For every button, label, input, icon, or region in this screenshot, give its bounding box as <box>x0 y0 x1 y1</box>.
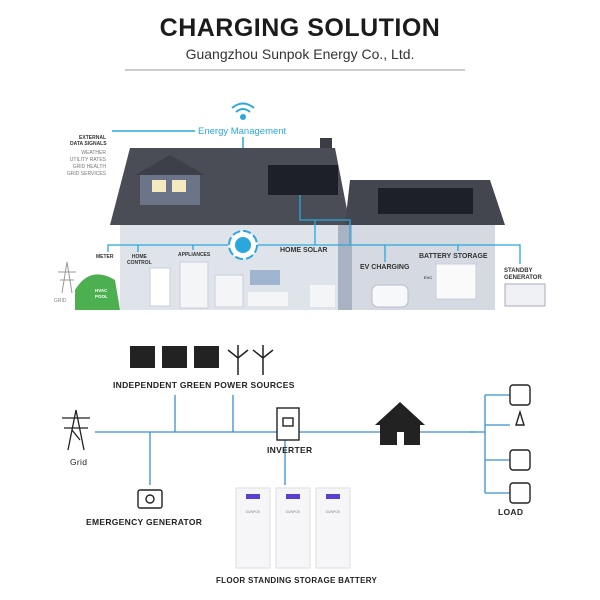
bulb-icon <box>515 409 525 426</box>
ev-charging-label: EV CHARGING <box>360 264 410 271</box>
inverter-icon <box>276 407 300 441</box>
evc-label: EVC <box>424 275 433 280</box>
socket-icon <box>509 449 531 471</box>
grid-tower-icon <box>62 409 90 451</box>
company-name: Guangzhou Sunpok Energy Co., Ltd. <box>185 46 415 62</box>
ev-car <box>371 284 409 308</box>
appliances-label: APPLIANCES <box>178 252 211 258</box>
page-title: CHARGING SOLUTION <box>159 14 441 42</box>
house-icon <box>375 402 425 445</box>
standby-generator <box>504 283 546 307</box>
grid-label: Grid <box>70 457 88 467</box>
external-signals-list: WEATHER UTILITY RATES GRID HEALTH GRID S… <box>66 150 106 177</box>
wind-turbines-icon <box>227 345 274 375</box>
grid-tower-small <box>58 261 76 294</box>
battery-label: FLOOR STANDING STORAGE BATTERY <box>216 576 378 585</box>
solar-panel-garage <box>378 188 473 214</box>
meter-label: METER <box>96 254 114 260</box>
power-bus-lines <box>95 394 510 494</box>
load-icons <box>509 384 531 504</box>
hvac-bush <box>75 274 120 310</box>
solar-panels-icon <box>130 346 219 368</box>
switch-icon <box>509 482 531 504</box>
grid-label-small: GRID <box>54 298 67 304</box>
solar-panel-roof <box>268 165 338 195</box>
inverter-label: INVERTER <box>267 445 313 455</box>
house-illustration <box>58 138 546 310</box>
energy-lines <box>107 195 521 264</box>
generator-icon <box>137 489 163 509</box>
wifi-icon <box>231 102 255 120</box>
battery-brand: SUNPOK <box>245 510 261 514</box>
battery-brand: SUNPOK <box>285 510 301 514</box>
energy-management-label: Energy Management <box>198 126 287 137</box>
battery-brand: SUNPOK <box>325 510 341 514</box>
load-label: LOAD <box>498 507 524 517</box>
generator-label: EMERGENCY GENERATOR <box>86 517 203 527</box>
meter-icon <box>509 384 531 406</box>
storage-batteries <box>235 487 351 569</box>
battery-storage-label: BATTERY STORAGE <box>419 253 488 260</box>
home-solar-label: HOME SOLAR <box>280 247 328 254</box>
green-sources-label: INDEPENDENT GREEN POWER SOURCES <box>113 380 295 390</box>
